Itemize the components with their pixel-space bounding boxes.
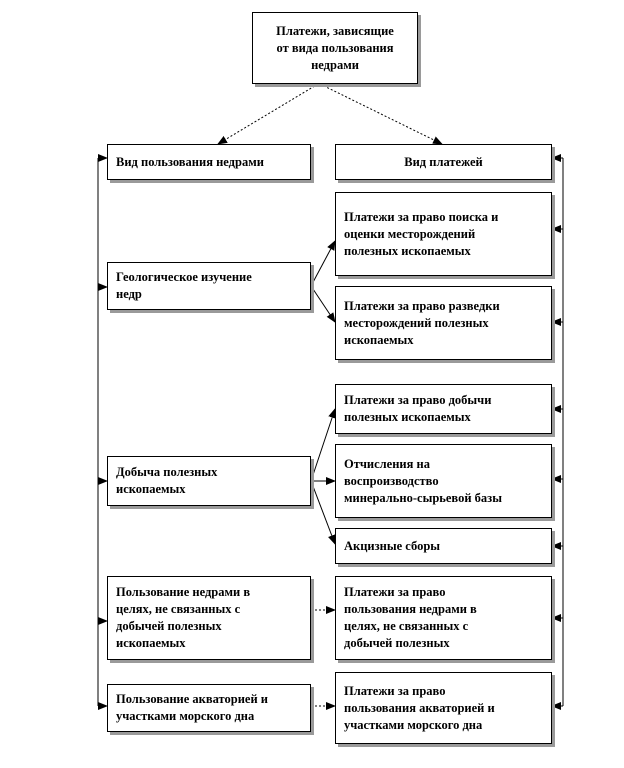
usage-line: Пользование недрами в bbox=[116, 585, 251, 599]
payment-line: Платежи за право bbox=[344, 683, 446, 698]
usage-mining-node: Добыча полезных ископаемых bbox=[107, 456, 311, 506]
usage-line: недр bbox=[116, 287, 142, 301]
payment-line: оценки месторождений bbox=[344, 226, 476, 241]
usage-line: Геологическое изучение bbox=[116, 270, 252, 284]
payment-extraction-node: Платежи за право добычи полезных ископае… bbox=[335, 384, 552, 434]
usage-line: Добыча полезных bbox=[116, 465, 218, 479]
connector-geological-to-exploration bbox=[310, 285, 336, 323]
payment-line: воспроизводство bbox=[344, 473, 439, 488]
payment-line: Отчисления на bbox=[344, 456, 430, 471]
connector-mining-to-extraction bbox=[310, 408, 336, 482]
payment-line: полезных ископаемых bbox=[344, 243, 471, 258]
root-line: от вида пользования bbox=[276, 40, 394, 55]
usage-water-area-node: Пользование акваторией и участками морск… bbox=[107, 684, 311, 732]
usage-line: участками морского дна bbox=[116, 709, 255, 723]
connector-root-to-right-header bbox=[319, 83, 443, 145]
left-header-node: Вид пользования недрами bbox=[107, 144, 311, 180]
payment-line: пользования акваторией и bbox=[344, 700, 495, 715]
usage-geological-study-node: Геологическое изучение недр bbox=[107, 262, 311, 310]
payment-line: Платежи за право bbox=[344, 585, 446, 599]
payment-line: добычей полезных bbox=[344, 636, 450, 650]
payment-line: ископаемых bbox=[344, 332, 414, 347]
payment-exploration-node: Платежи за право разведки месторождений … bbox=[335, 286, 552, 360]
usage-non-mining-node: Пользование недрами в целях, не связанны… bbox=[107, 576, 311, 660]
payment-line: Платежи за право разведки bbox=[344, 298, 500, 313]
connector-mining-to-excise bbox=[310, 480, 336, 545]
payment-line: полезных ископаемых bbox=[344, 410, 471, 424]
left-header-text: Вид пользования недрами bbox=[116, 154, 264, 169]
payment-line: месторождений полезных bbox=[344, 315, 489, 330]
root-line: Платежи, зависящие bbox=[276, 23, 394, 38]
payment-excise-node: Акцизные сборы bbox=[335, 528, 552, 564]
usage-line: добычей полезных bbox=[116, 619, 222, 633]
payment-line: Платежи за право поиска и bbox=[344, 209, 499, 224]
payment-prospecting-node: Платежи за право поиска и оценки месторо… bbox=[335, 192, 552, 276]
payment-line: минерально-сырьевой базы bbox=[344, 490, 502, 505]
payment-non-mining-node: Платежи за право пользования недрами в ц… bbox=[335, 576, 552, 660]
right-header-node: Вид платежей bbox=[335, 144, 552, 180]
usage-line: целях, не связанных с bbox=[116, 602, 241, 616]
payment-line: участками морского дна bbox=[344, 717, 483, 732]
payment-line: пользования недрами в bbox=[344, 602, 477, 616]
root-node: Платежи, зависящие от вида пользования н… bbox=[252, 12, 418, 84]
right-header-text: Вид платежей bbox=[404, 154, 483, 169]
usage-line: ископаемых bbox=[116, 482, 186, 496]
connector-root-to-left-header bbox=[217, 83, 319, 145]
payment-line: Акцизные сборы bbox=[344, 538, 441, 553]
usage-line: Пользование акваторией и bbox=[116, 692, 268, 706]
connector-geological-to-prospecting bbox=[310, 240, 336, 287]
payment-line: целях, не связанных с bbox=[344, 619, 469, 633]
payment-water-area-node: Платежи за право пользования акваторией … bbox=[335, 672, 552, 744]
payment-reproduction-deductions-node: Отчисления на воспроизводство минерально… bbox=[335, 444, 552, 518]
payment-line: Платежи за право добычи bbox=[344, 393, 492, 407]
usage-line: ископаемых bbox=[116, 636, 186, 650]
root-line: недрами bbox=[311, 57, 359, 72]
